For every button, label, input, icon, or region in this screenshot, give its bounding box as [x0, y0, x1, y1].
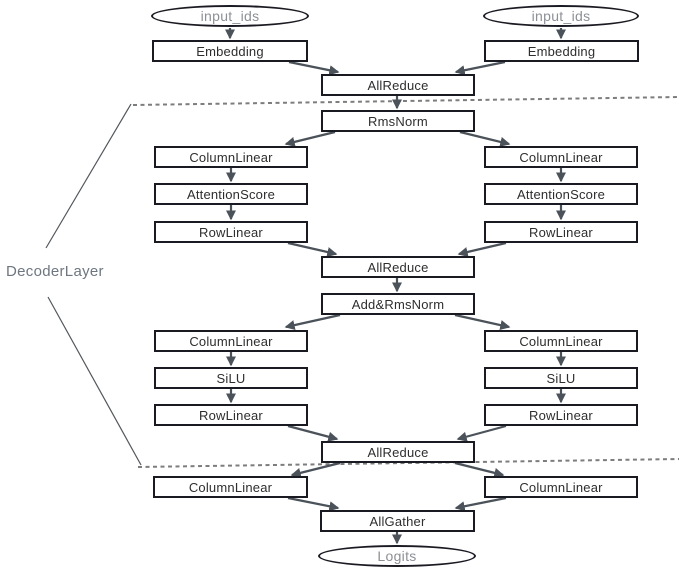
- columnlinear-head-box-right: ColumnLinear: [484, 476, 638, 498]
- allreduce-attn-box: AllReduce: [321, 256, 475, 278]
- arrow-columnlinear-head-left-to-allgather: [287, 496, 340, 512]
- arrow-embedding-left-to-allreduce: [288, 60, 340, 76]
- columnlinear-mlp-box-left: ColumnLinear: [154, 330, 308, 352]
- embedding-box-left: Embedding: [152, 40, 308, 62]
- arrow-addrmsnorm-to-columnlinear-mlp-right: [454, 313, 511, 331]
- logits-ellipse: Logits: [318, 545, 476, 567]
- attentionscore-box-left: AttentionScore: [154, 183, 308, 205]
- input-ids-ellipse-left: input_ids: [151, 5, 309, 27]
- add-rmsnorm-box: Add&RmsNorm: [321, 293, 475, 315]
- columnlinear-head-box-left: ColumnLinear: [153, 476, 308, 498]
- rowlinear-mlp-box-right: RowLinear: [484, 404, 638, 426]
- embedding-box-right: Embedding: [484, 40, 639, 62]
- decoder-layer-boundaries: [45, 96, 679, 468]
- silu-box-right: SiLU: [484, 367, 638, 389]
- input-ids-ellipse-right: input_ids: [483, 5, 639, 27]
- arrow-embedding-right-to-allreduce: [454, 60, 506, 76]
- arrows: [224, 28, 567, 545]
- columnlinear-attn-box-right: ColumnLinear: [484, 146, 638, 168]
- columnlinear-mlp-box-right: ColumnLinear: [484, 330, 638, 352]
- rmsnorm-box: RmsNorm: [321, 110, 475, 132]
- decoder-layer-label: DecoderLayer: [6, 263, 104, 280]
- columnlinear-attn-box-left: ColumnLinear: [154, 146, 308, 168]
- rowlinear-attn-box-left: RowLinear: [154, 221, 308, 243]
- arrow-rmsnorm-to-columnlinear-left: [284, 130, 336, 147]
- dashed-separator-top: [132, 96, 679, 106]
- dashed-separator-bottom: [137, 458, 679, 468]
- arrow-rowlinear-left-to-allreduce-attn: [287, 241, 338, 257]
- arrow-allreduce-mlp-to-columnlinear-head-right: [454, 461, 505, 478]
- allgather-box: AllGather: [320, 510, 475, 532]
- rowlinear-attn-box-right: RowLinear: [484, 221, 638, 243]
- arrow-rmsnorm-to-columnlinear-right: [459, 130, 511, 147]
- arrow-rowlinear-mlp-left-to-allreduce-mlp: [287, 424, 339, 442]
- arrow-allreduce-mlp-to-columnlinear-head-left: [290, 461, 341, 478]
- allreduce-mlp-box: AllReduce: [321, 441, 475, 463]
- silu-box-left: SiLU: [154, 367, 308, 389]
- arrow-rowlinear-right-to-allreduce-attn: [457, 241, 507, 257]
- arrow-rowlinear-mlp-right-to-allreduce-mlp: [456, 424, 507, 442]
- decoder-layer-bracket-lower: [47, 296, 142, 466]
- arrow-columnlinear-head-right-to-allgather: [454, 496, 507, 512]
- attentionscore-box-right: AttentionScore: [484, 183, 638, 205]
- arrow-addrmsnorm-to-columnlinear-mlp-left: [284, 313, 341, 331]
- allreduce-embedding-box: AllReduce: [321, 74, 475, 96]
- rowlinear-mlp-box-left: RowLinear: [154, 404, 308, 426]
- decoder-layer-bracket-upper: [45, 103, 132, 249]
